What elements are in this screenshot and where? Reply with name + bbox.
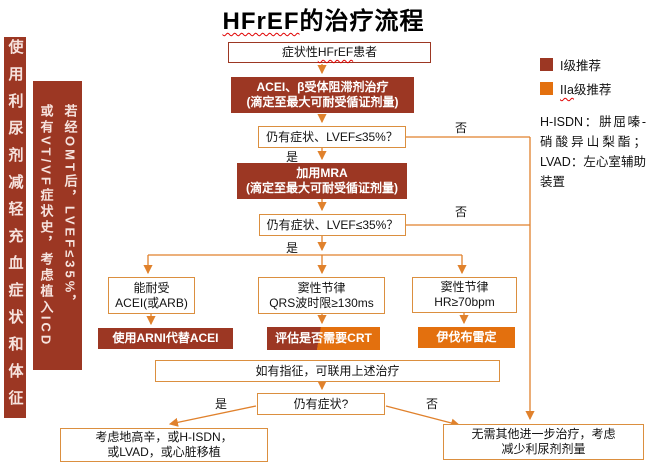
box-question-3: 仍有症状? <box>257 393 385 415</box>
patient-post: 患者 <box>353 45 378 59</box>
abbreviation-note: H-ISDN：肼屈嗪-硝酸异山梨酯；LVAD：左心室辅助装置 <box>540 115 646 189</box>
branch-c-line1: 窦性节律 <box>440 280 489 294</box>
legend-class-2a: IIa级推荐 <box>540 79 611 98</box>
icd-bar-line1: 若经OMT后，LVEF≤35%， <box>62 103 78 312</box>
diuretic-side-bar-text: 使用利尿剂减轻充血症状和体征 <box>6 38 24 417</box>
icd-bar-line2: 或有VT/VF症状史，考虑植入ICD <box>38 103 54 348</box>
branch-a-line2: ACEI(或ARB) <box>115 295 188 310</box>
box-question-2: 仍有症状、LVEF≤35%？ <box>259 214 406 236</box>
icd-side-bar: 若经OMT后，LVEF≤35%， 或有VT/VF症状史，考虑植入ICD <box>33 81 82 370</box>
branch-b-line1: 窦性节律 <box>297 280 346 295</box>
class1-label: I级推荐 <box>560 59 601 73</box>
box-result-arni: 使用ARNI代替ACEI <box>98 328 233 349</box>
legend-class-1: I级推荐 <box>540 55 601 74</box>
box-branch-acei-tolerant: 能耐受 ACEI(或ARB) <box>108 277 195 314</box>
class2a-rest: 级推荐 <box>573 83 612 97</box>
q2-text: 仍有症状、LVEF≤35%？ <box>266 217 399 232</box>
class1-color-swatch <box>540 58 553 71</box>
label-no-3: 否 <box>426 397 439 411</box>
class2a-label: IIa级推荐 <box>560 79 611 98</box>
acei-line2: (滴定至最大可耐受循证剂量) <box>246 95 399 109</box>
label-no-2: 否 <box>455 205 468 219</box>
branch-a-line1: 能耐受 <box>133 280 170 295</box>
result-c-text: 伊伐布雷定 <box>436 330 497 344</box>
box-acei-bb-therapy: ACEI、β受体阻滞剂治疗 (滴定至最大可耐受循证剂量) <box>231 77 414 113</box>
end-left-line2: 或LVAD，或心脏移植 <box>107 445 221 459</box>
patient-highlight: HFrEF <box>317 45 354 59</box>
diuretic-side-bar: 使用利尿剂减轻充血症状和体征 <box>4 37 26 418</box>
box-question-1: 仍有症状、LVEF≤35%？ <box>258 126 406 148</box>
branch-c-line2: HR≥70bpm <box>434 295 495 309</box>
box-add-mra: 加用MRA (滴定至最大可耐受循证剂量) <box>237 163 407 199</box>
end-right-line2: 减少利尿剂剂量 <box>501 442 586 456</box>
label-yes-2: 是 <box>286 241 299 255</box>
result-a-text: 使用ARNI代替ACEI <box>112 331 219 345</box>
class2a-color-swatch <box>540 82 553 95</box>
box-branch-sinus-hr: 窦性节律 HR≥70bpm <box>412 277 517 313</box>
patient-pre: 症状性 <box>281 45 318 59</box>
mra-line1: 加用MRA <box>296 166 348 180</box>
arrow-q3-yes-diagonal <box>168 405 257 427</box>
mra-line2: (滴定至最大可耐受循证剂量) <box>246 181 398 195</box>
label-yes-1: 是 <box>286 150 299 164</box>
box-result-crt: 评估是否需要CRT <box>267 327 380 350</box>
box-end-no-further-treatment: 无需其他进一步治疗，考虑 减少利尿剂剂量 <box>443 424 644 460</box>
label-yes-3: 是 <box>215 397 228 411</box>
acei-line1: ACEI、β受体阻滞剂治疗 <box>256 80 389 94</box>
box-combine-therapies: 如有指征，可联用上述治疗 <box>155 360 500 382</box>
box-symptomatic-patient: 症状性HFrEF患者 <box>228 42 431 63</box>
label-no-1: 否 <box>455 121 468 135</box>
arrow-q3-no-diagonal <box>385 405 461 428</box>
icd-side-bar-text: 若经OMT后，LVEF≤35%， 或有VT/VF症状史，考虑植入ICD <box>34 104 82 347</box>
title-highlight: HFrEF <box>222 8 300 35</box>
class2a-highlight: IIa <box>560 83 574 97</box>
box-branch-sinus-qrs: 窦性节律 QRS波时限≥130ms <box>258 277 385 314</box>
end-left-line1: 考虑地高辛，或H-ISDN， <box>95 430 233 444</box>
box-end-digoxin: 考虑地高辛，或H-ISDN， 或LVAD，或心脏移植 <box>60 428 268 462</box>
title-rest: 的治疗流程 <box>299 8 425 35</box>
branch-b-line2: QRS波时限≥130ms <box>269 295 374 310</box>
result-b-text: 评估是否需要CRT <box>275 331 372 345</box>
q1-text: 仍有症状、LVEF≤35%？ <box>266 129 398 144</box>
box-result-ivabradine: 伊伐布雷定 <box>418 327 515 348</box>
combine-text: 如有指征，可联用上述治疗 <box>255 363 400 378</box>
q3-text: 仍有症状? <box>293 396 349 411</box>
patient-text: 症状性HFrEF患者 <box>282 45 377 60</box>
page-title: HFrEF的治疗流程 <box>0 1 647 36</box>
end-right-line1: 无需其他进一步治疗，考虑 <box>471 427 616 441</box>
